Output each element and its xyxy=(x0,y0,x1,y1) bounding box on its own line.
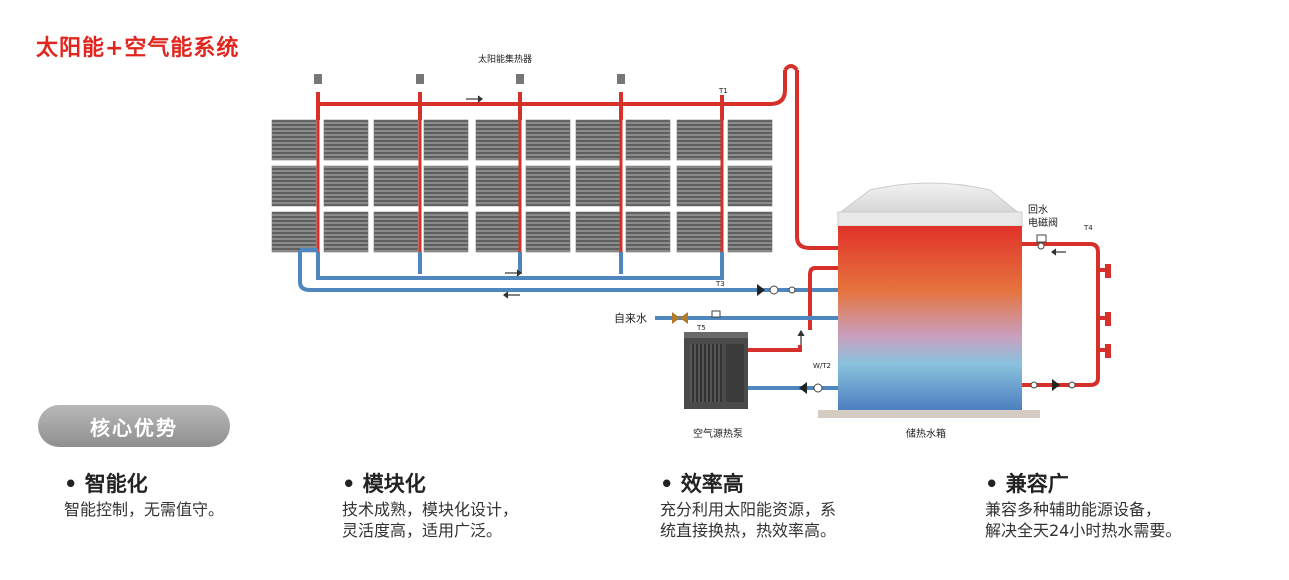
collector-panel xyxy=(575,119,621,161)
collector-panel xyxy=(676,211,722,253)
flow-arrow-right xyxy=(1051,248,1066,256)
collector-panel xyxy=(475,165,521,207)
feature-title: • 兼容广 xyxy=(985,472,1069,496)
collector-panel xyxy=(525,165,571,207)
feature-desc-line: 智能控制，无需值守。 xyxy=(64,500,225,519)
feature-modular: • 模块化 技术成熟，模块化设计， 灵活度高，适用广泛。 xyxy=(342,470,518,541)
outlet-tap-icons xyxy=(1105,264,1111,358)
storage-tank xyxy=(818,182,1040,418)
pump-valve-supply xyxy=(1030,379,1076,391)
collector-panel xyxy=(676,119,722,161)
feature-title: • 效率高 xyxy=(660,472,744,496)
collector-panel xyxy=(271,119,317,161)
collector-panel xyxy=(625,119,671,161)
collector-panel xyxy=(423,119,469,161)
collector-label: 太阳能集热器 xyxy=(478,53,532,65)
feature-desc-line: 解决全天24小时热水需要。 xyxy=(985,521,1182,540)
air-source-heat-pump xyxy=(684,332,748,409)
cold-pipe-bottom xyxy=(298,248,840,292)
collector-panel xyxy=(625,211,671,253)
tank-hot-side-pipe xyxy=(808,266,840,330)
collector-panel xyxy=(525,211,571,253)
sensor-t5-label: T5 xyxy=(696,324,706,332)
city-water-label: 自来水 xyxy=(614,312,647,325)
collector-panel xyxy=(727,165,773,207)
sensor-t4-label: T4 xyxy=(1083,224,1093,232)
hot-water-supply-loop xyxy=(1022,242,1108,387)
solar-collector-array xyxy=(271,119,773,253)
collector-panel xyxy=(727,119,773,161)
collector-panel xyxy=(625,165,671,207)
collector-panel xyxy=(323,211,369,253)
return-solenoid-valve-icon xyxy=(1036,234,1047,250)
collector-panel xyxy=(271,165,317,207)
collector-panel xyxy=(423,211,469,253)
flow-arrow-up xyxy=(797,329,805,345)
sensor-t1-label: T1 xyxy=(718,87,728,95)
hot-pipe-top xyxy=(316,64,840,250)
sensor-t3-label: T3 xyxy=(715,280,725,288)
pump-valve-return xyxy=(757,284,796,296)
feature-desc-line: 技术成熟，模块化设计， xyxy=(342,500,519,519)
collector-connectors xyxy=(316,120,724,252)
feature-smart: • 智能化 智能控制，无需值守。 xyxy=(64,470,224,520)
collector-panel xyxy=(423,165,469,207)
return-valve-label-2: 电磁阀 xyxy=(1028,216,1058,229)
sensor-wt2-label: W/T2 xyxy=(813,362,831,370)
feature-desc-line: 兼容多种辅助能源设备， xyxy=(985,500,1162,519)
collector-panel xyxy=(323,165,369,207)
heat-pump-pipes xyxy=(748,345,840,390)
flow-arrow-top xyxy=(466,95,483,103)
pump-valve-heatpump xyxy=(799,382,823,394)
feature-desc-line: 充分利用太阳能资源，系 xyxy=(660,500,837,519)
collector-panel xyxy=(373,165,419,207)
page-title: 太阳能+空气能系统 xyxy=(36,36,240,61)
tank-label: 储热水箱 xyxy=(906,427,946,440)
flow-arrows-bottom xyxy=(503,269,522,299)
collector-panel xyxy=(575,211,621,253)
feature-title: • 智能化 xyxy=(64,472,148,496)
collector-panel xyxy=(323,119,369,161)
collector-panel xyxy=(575,165,621,207)
feature-desc-line: 灵活度高，适用广泛。 xyxy=(342,521,503,540)
feature-compatible: • 兼容广 兼容多种辅助能源设备， 解决全天24小时热水需要。 xyxy=(985,470,1181,541)
collector-panel xyxy=(475,119,521,161)
return-valve-label-1: 回水 xyxy=(1028,204,1048,216)
city-water-valve-icon xyxy=(672,310,721,324)
collector-panel xyxy=(676,165,722,207)
feature-title: • 模块化 xyxy=(342,472,426,496)
air-vent-icons xyxy=(314,74,625,84)
collector-panel xyxy=(475,211,521,253)
collector-panel xyxy=(373,211,419,253)
collector-panel xyxy=(271,211,317,253)
feature-desc-line: 统直接换热，热效率高。 xyxy=(660,521,837,540)
collector-panel xyxy=(373,119,419,161)
heat-pump-label: 空气源热泵 xyxy=(693,427,743,440)
core-advantages-badge: 核心优势 xyxy=(38,405,230,447)
collector-panel xyxy=(727,211,773,253)
collector-panel xyxy=(525,119,571,161)
feature-efficiency: • 效率高 充分利用太阳能资源，系 统直接换热，热效率高。 xyxy=(660,470,836,541)
